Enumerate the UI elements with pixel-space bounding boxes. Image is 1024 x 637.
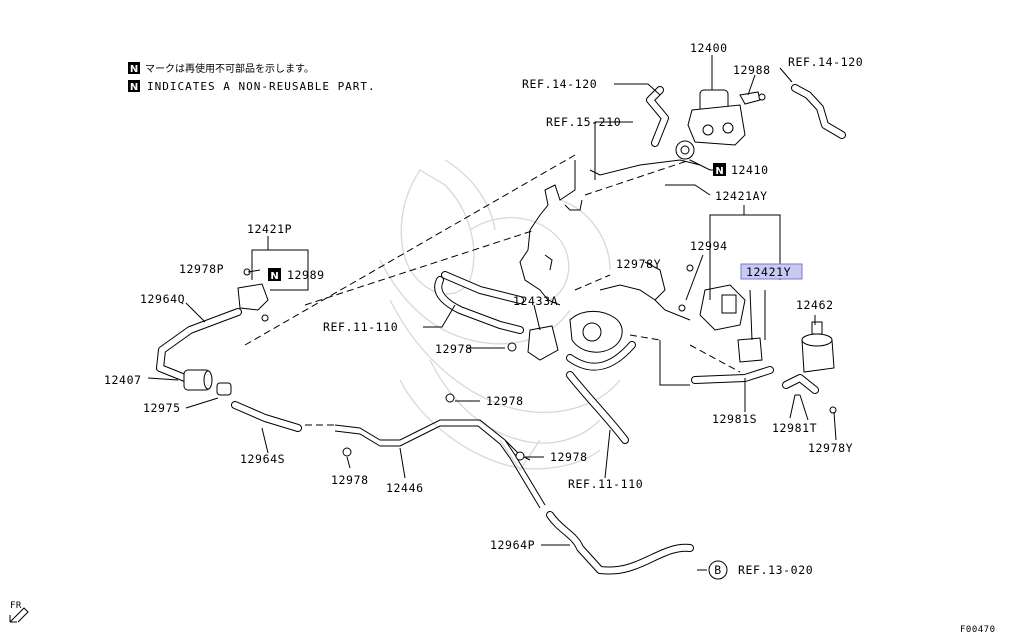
legend-japanese: マークは再使用不可部品を示します。 <box>145 62 314 75</box>
non-reusable-badge-12989: N <box>268 268 281 282</box>
label-12994[interactable]: 12994 <box>690 239 728 253</box>
label-12421AY[interactable]: 12421AY <box>715 189 768 203</box>
label-ref-13-020[interactable]: REF.13-020 <box>738 563 813 577</box>
component-12421P <box>237 283 269 322</box>
label-12978Y-bottom[interactable]: 12978Y <box>808 441 853 455</box>
legend-english: INDICATES A NON-REUSABLE PART. <box>147 80 376 93</box>
component-12400 <box>675 89 761 160</box>
label-12410[interactable]: 12410 <box>731 163 769 177</box>
label-12975[interactable]: 12975 <box>143 401 181 415</box>
watermark-emblem <box>379 159 621 472</box>
non-reusable-badge-12410: N <box>713 163 726 177</box>
svg-text:N: N <box>715 166 723 177</box>
label-12400[interactable]: 12400 <box>690 41 728 55</box>
component-12407 <box>183 369 232 396</box>
label-ref-14-120-right[interactable]: REF.14-120 <box>788 55 863 69</box>
component-12462 <box>801 321 835 373</box>
engine-outline <box>519 159 701 353</box>
figure-code: F00470 <box>960 625 996 635</box>
label-ref-11-110-bottom[interactable]: REF.11-110 <box>568 477 643 491</box>
hoses <box>156 84 846 575</box>
selected-part-highlight <box>740 263 803 280</box>
ref-circle-b <box>708 560 728 580</box>
ref-circle-b-letter: B <box>714 563 722 577</box>
label-12433A[interactable]: 12433A <box>513 294 558 308</box>
label-12407[interactable]: 12407 <box>104 373 142 387</box>
label-12964S[interactable]: 12964S <box>240 452 285 466</box>
front-arrow-icon <box>9 607 29 623</box>
label-12978-d[interactable]: 12978 <box>550 450 588 464</box>
metal-pipe-12446 <box>334 419 546 509</box>
leader-lines <box>147 55 837 571</box>
label-12964Q[interactable]: 12964Q <box>140 292 185 306</box>
label-12446[interactable]: 12446 <box>386 481 424 495</box>
label-ref-11-110-left[interactable]: REF.11-110 <box>323 320 398 334</box>
label-12421Y[interactable]: 12421Y <box>746 265 791 279</box>
label-12964P[interactable]: 12964P <box>490 538 535 552</box>
non-reusable-badge-legend-2: N <box>128 80 140 93</box>
label-ref-14-120-left[interactable]: REF.14-120 <box>522 77 597 91</box>
label-12988[interactable]: 12988 <box>733 63 771 77</box>
label-12981S[interactable]: 12981S <box>712 412 757 426</box>
label-12981T[interactable]: 12981T <box>772 421 817 435</box>
component-12433A <box>527 325 559 361</box>
label-12978Y-top[interactable]: 12978Y <box>616 257 661 271</box>
label-12978-b[interactable]: 12978 <box>486 394 524 408</box>
front-label: FR <box>10 601 22 611</box>
label-12978P[interactable]: 12978P <box>179 262 224 276</box>
component-12421AY <box>699 284 763 363</box>
label-12421P[interactable]: 12421P <box>247 222 292 236</box>
label-12462[interactable]: 12462 <box>796 298 834 312</box>
bolts <box>243 93 837 461</box>
non-reusable-badge-legend-1: N <box>128 62 140 75</box>
svg-text:N: N <box>130 64 138 75</box>
label-12989[interactable]: 12989 <box>287 268 325 282</box>
label-ref-15-210[interactable]: REF.15-210 <box>546 115 621 129</box>
phantom-lines <box>244 154 741 426</box>
svg-text:N: N <box>130 82 138 93</box>
svg-text:N: N <box>270 271 278 282</box>
label-12978-c[interactable]: 12978 <box>331 473 369 487</box>
label-12978-a[interactable]: 12978 <box>435 342 473 356</box>
